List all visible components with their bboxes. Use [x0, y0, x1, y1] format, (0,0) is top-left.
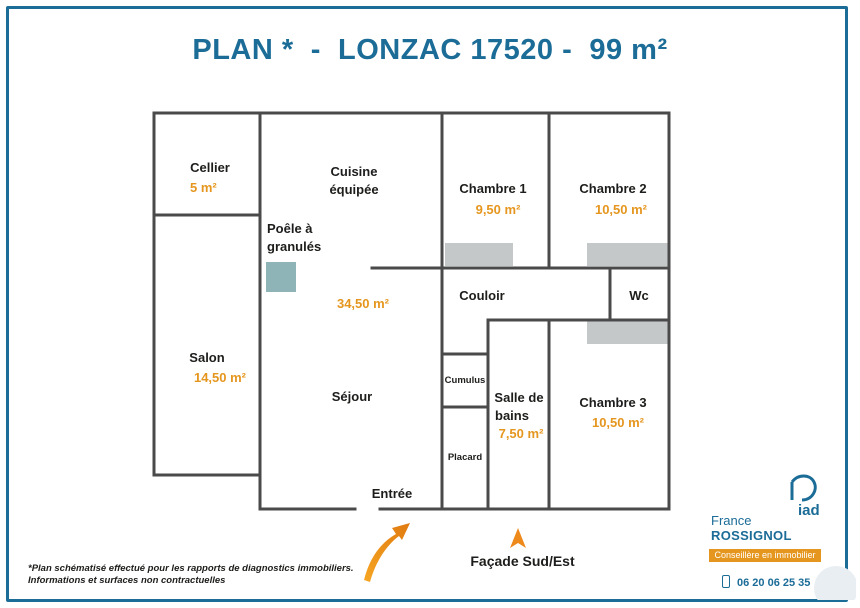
poele-label-line1: Poêle à	[267, 221, 313, 236]
footnote-line2: Informations et surfaces non contractuel…	[28, 575, 226, 586]
chambre2-label: Chambre 2	[579, 181, 646, 196]
cellier-label: Cellier	[190, 160, 230, 175]
plan-title: PLAN * - LONZAC 17520 - 99 m²	[192, 34, 668, 66]
phone-icon	[722, 575, 730, 588]
walls	[152, 111, 671, 511]
poele-label-line2: granulés	[267, 239, 321, 254]
cumulus-label: Cumulus	[445, 375, 486, 386]
chambre1-wardrobe	[445, 243, 513, 266]
cellier-area: 5 m²	[190, 180, 217, 195]
chambre1-label: Chambre 1	[459, 181, 526, 196]
chambre3-area: 10,50 m²	[592, 415, 645, 430]
facade-marker-icon	[510, 528, 526, 548]
sdb-area: 7,50 m²	[499, 426, 544, 441]
sdb-label-line2: bains	[495, 408, 529, 423]
agent-last-name: ROSSIGNOL	[711, 528, 792, 543]
sdb-label-line1: Salle de	[494, 390, 543, 405]
wc-label: Wc	[629, 288, 649, 303]
chambre2-wardrobe	[587, 243, 668, 266]
chambre3-label: Chambre 3	[579, 395, 646, 410]
sejour-label: Séjour	[332, 389, 372, 404]
salon-area: 14,50 m²	[194, 370, 247, 385]
iad-logo-icon	[790, 474, 856, 600]
page-frame	[6, 6, 848, 602]
entrance-arrow-icon	[364, 523, 410, 582]
footnote: *Plan schématisé effectué pour les rappo…	[28, 563, 368, 587]
entree-label: Entrée	[372, 486, 412, 501]
agent-role: Conseillère en immobilier	[709, 549, 821, 562]
footnote-line1: *Plan schématisé effectué pour les rappo…	[28, 563, 354, 574]
couloir-label: Couloir	[459, 288, 505, 303]
chambre3-wardrobe	[587, 321, 668, 344]
chambre1-area: 9,50 m²	[476, 202, 521, 217]
placard-label: Placard	[448, 452, 483, 463]
pellet-stove-icon	[266, 262, 296, 292]
salon-label: Salon	[189, 350, 224, 365]
cuisine-label-line2: équipée	[329, 182, 378, 197]
sejour-area: 34,50 m²	[337, 296, 390, 311]
cuisine-label-line1: Cuisine	[331, 164, 378, 179]
chambre2-area: 10,50 m²	[595, 202, 648, 217]
iad-brand: iad	[798, 502, 820, 519]
agent-phone[interactable]: 06 20 06 25 35	[737, 577, 811, 589]
facade-label: Façade Sud/Est	[470, 553, 575, 569]
agent-name: France ROSSIGNOL	[711, 513, 792, 543]
agent-first-name: France	[711, 513, 752, 528]
